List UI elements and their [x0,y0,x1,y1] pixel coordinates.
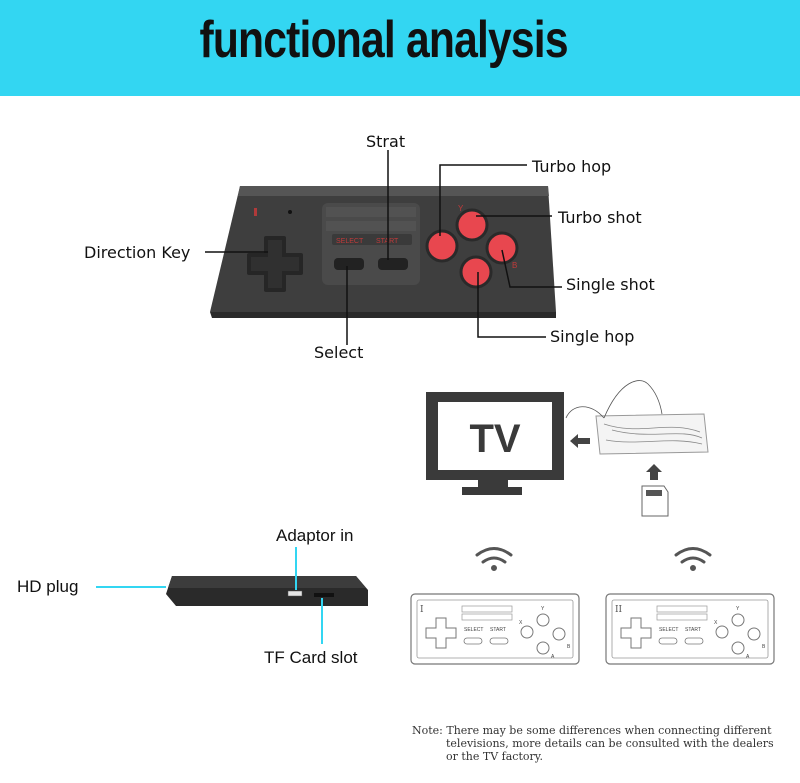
svg-text:START: START [685,627,701,633]
label-tf-card-slot: TF Card slot [264,648,358,667]
svg-text:START: START [490,627,506,633]
leader-lines [205,150,562,345]
label-single-hop: Single hop [550,327,635,346]
svg-text:A: A [551,654,555,660]
footnote: Note: There may be some differences when… [412,724,792,763]
sd-card-icon [641,485,669,517]
svg-text:I: I [420,605,424,615]
svg-text:SELECT: SELECT [659,627,678,633]
svg-text:X: X [519,620,523,626]
label-adaptor-in: Adaptor in [276,526,354,545]
svg-text:Y: Y [736,606,740,612]
receiver-dongle [565,380,709,455]
svg-text:SELECT: SELECT [464,627,483,633]
label-select: Select [314,343,364,362]
page-title: functional analysis [199,11,568,69]
wifi-icon [475,547,513,571]
controller-image: SELECT START Y B [210,186,556,318]
gamepad-1: I SELECT START Y X B A [410,593,580,665]
header-banner: functional analysis [0,0,800,96]
label-turbo-hop: Turbo hop [532,157,612,176]
tv-image: TV [426,392,564,495]
note-line-2: televisions, more details can be consult… [446,737,774,750]
action-buttons [425,208,519,289]
dpad [247,236,303,292]
svg-text:Y: Y [541,606,545,612]
select-print: SELECT [336,238,364,245]
svg-text:X: X [714,620,718,626]
label-hd-plug: HD plug [17,577,79,596]
svg-text:B: B [567,644,571,650]
start-button [378,258,408,270]
label-single-shot: Single shot [566,275,655,294]
svg-text:B: B [762,644,766,650]
svg-text:B: B [512,261,517,270]
gamepad-2: II SELECT START Y X B A [605,593,775,665]
label-start: Strat [366,132,406,151]
arrow-left-icon [570,434,590,448]
note-line-1: Note: There may be some differences when… [412,724,772,737]
tv-label: TV [469,417,520,461]
svg-text:A: A [746,654,750,660]
console-leader-lines [96,547,323,644]
label-turbo-shot: Turbo shot [558,208,642,227]
svg-text:II: II [615,605,623,615]
svg-text:Y: Y [458,204,464,213]
wifi-icon [674,547,712,571]
console-image [166,576,368,606]
note-line-3: or the TV factory. [446,750,544,763]
label-direction-key: Direction Key [84,243,191,262]
arrow-up-icon [646,464,662,480]
select-button [334,258,364,270]
